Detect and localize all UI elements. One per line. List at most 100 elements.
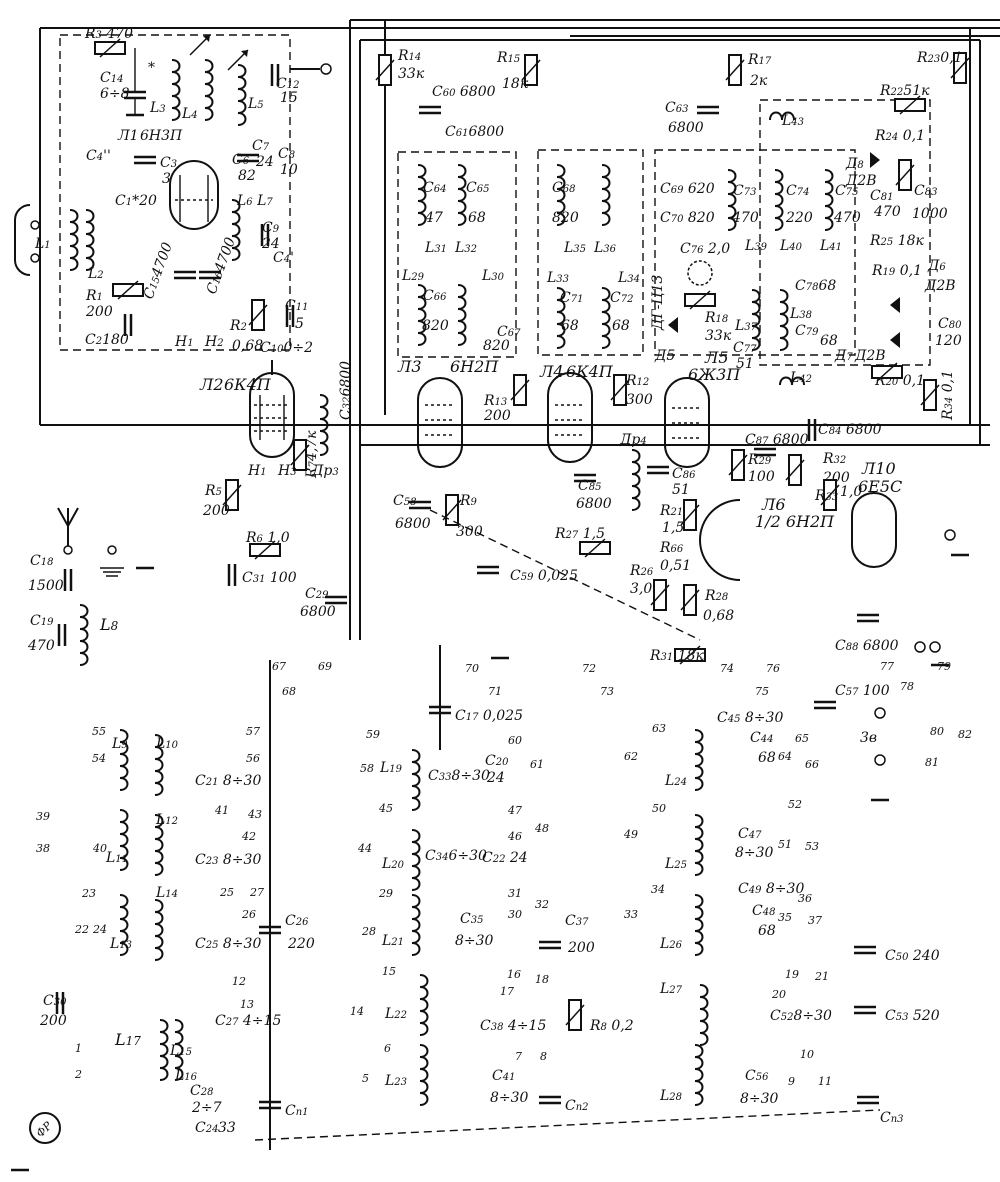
label-c41: C41 <box>492 1068 515 1084</box>
label-c4pp: C4'' <box>86 148 111 164</box>
svg-text:54: 54 <box>92 752 106 765</box>
svg-text:200: 200 <box>39 1013 67 1029</box>
label-c73: C73 <box>733 183 756 199</box>
label-c10: C100÷2 <box>260 340 313 356</box>
label-l26: L26 <box>659 936 683 952</box>
label-r66: R66 <box>659 540 684 556</box>
svg-text:5: 5 <box>362 1072 369 1085</box>
svg-text:68: 68 <box>612 318 630 334</box>
svg-text:77: 77 <box>880 660 894 673</box>
label-r2: R2 <box>229 318 247 334</box>
label-l32: L32 <box>454 240 477 256</box>
svg-text:25: 25 <box>219 886 234 899</box>
tube-l3: Л3 6Н2П R9 300 C58 6800 R13 200 C59 0,02… <box>393 357 578 584</box>
svg-text:24: 24 <box>486 770 505 786</box>
label-c71: C71 <box>560 290 583 306</box>
label-r19: R19 0,1 <box>871 263 922 279</box>
svg-text:2÷7: 2÷7 <box>191 1100 222 1116</box>
svg-text:27: 27 <box>249 886 264 899</box>
label-c7: C7 <box>252 138 270 154</box>
label-r13: R13 <box>483 393 507 409</box>
label-l41: L41 <box>819 238 842 254</box>
svg-text:62: 62 <box>624 750 638 763</box>
label-d7: Д7 <box>834 348 853 364</box>
svg-text:5: 5 <box>295 316 304 332</box>
svg-text:46: 46 <box>507 830 522 843</box>
label-c61: C616800 <box>445 124 504 140</box>
label-l34: L34 <box>617 270 640 286</box>
label-c64: C64 <box>423 180 446 196</box>
label-c63: C63 <box>665 100 688 116</box>
svg-text:14: 14 <box>350 1005 364 1018</box>
svg-text:32: 32 <box>535 898 549 911</box>
label-r6: R6 1,0 <box>245 530 290 546</box>
tube-l10-type: 6Е5С <box>858 477 902 496</box>
svg-text:82: 82 <box>238 168 256 184</box>
tube-l2-ref: Л2 <box>199 375 224 394</box>
svg-text:2: 2 <box>74 1068 82 1081</box>
label-c18: C18 <box>30 553 53 569</box>
label-r21: R21 <box>659 503 683 519</box>
svg-text:820: 820 <box>552 210 579 226</box>
svg-text:64: 64 <box>778 750 792 763</box>
svg-text:68: 68 <box>820 333 838 349</box>
svg-text:78: 78 <box>900 680 914 693</box>
label-c57: C57 100 <box>835 683 890 699</box>
svg-text:6800: 6800 <box>576 496 612 512</box>
svg-text:37: 37 <box>808 914 822 927</box>
label-c67: C67 <box>497 324 521 340</box>
label-c59: C59 0,025 <box>510 568 578 584</box>
label-c3: C3 <box>160 155 177 171</box>
label-d5: Д5 <box>654 348 675 364</box>
label-d5-type: ДГ-Ц13 <box>650 275 666 331</box>
label-l20: L20 <box>381 856 405 872</box>
svg-text:8÷30: 8÷30 <box>455 933 494 949</box>
antenna-input: C18 1500 L8 C19 470 <box>27 507 124 666</box>
power-rails <box>39 19 1000 640</box>
svg-text:30: 30 <box>508 908 522 921</box>
band-coils-right: R31 18к C57 100 L24 C45 8÷30 C44 68 L25 … <box>254 509 940 1141</box>
label-c24: C24 <box>195 1120 218 1136</box>
svg-text:470: 470 <box>27 638 55 654</box>
svg-text:26: 26 <box>241 908 256 921</box>
label-r14: R14 <box>397 48 421 64</box>
label-l43: L43 <box>781 113 804 129</box>
tube-l6-type: 1/2 6Н2П <box>755 512 835 531</box>
label-c66: C66 <box>423 288 447 304</box>
label-l19: L19 <box>379 760 403 776</box>
label-c29: C29 <box>305 586 329 602</box>
tube-l4-type: 6К4П <box>566 362 614 381</box>
label-l24: L24 <box>664 773 687 789</box>
svg-text:80: 80 <box>930 725 944 738</box>
svg-text:15: 15 <box>280 90 298 106</box>
label-d6: Д6 <box>927 258 946 274</box>
label-l23: L23 <box>384 1073 407 1089</box>
svg-text:8: 8 <box>540 1050 547 1063</box>
terminal-3v: 3в <box>860 707 886 766</box>
label-c27: C27 4÷15 <box>215 1013 281 1029</box>
svg-text:22: 22 <box>74 923 89 936</box>
label-l6-l7: L6 L7 <box>236 193 273 209</box>
label-c69: C69 620 <box>660 181 715 197</box>
label-c15: C154700 <box>141 240 176 301</box>
svg-text:470: 470 <box>731 210 759 226</box>
label-l13: L13 <box>109 936 132 952</box>
label-l33: L33 <box>546 270 569 286</box>
label-r12: R12 <box>625 373 649 389</box>
svg-text:82: 82 <box>958 728 972 741</box>
label-l38: L38 <box>789 306 812 322</box>
label-c83: C83 <box>914 183 937 199</box>
svg-text:68: 68 <box>282 685 296 698</box>
svg-text:56: 56 <box>246 752 260 765</box>
tube-l1: Л1 6Н3П <box>117 128 219 230</box>
svg-text:59: 59 <box>366 728 380 741</box>
label-c26: C26 <box>285 913 309 929</box>
label-l15: L15 <box>169 1043 192 1059</box>
svg-text:1,5: 1,5 <box>662 520 684 536</box>
label-l40: L40 <box>779 238 803 254</box>
label-r9: R9 <box>459 493 478 509</box>
label-l27: L27 <box>659 981 683 997</box>
svg-text:68: 68 <box>468 210 486 226</box>
label-l16: L16 <box>174 1068 198 1084</box>
svg-text:0,68: 0,68 <box>232 338 263 354</box>
